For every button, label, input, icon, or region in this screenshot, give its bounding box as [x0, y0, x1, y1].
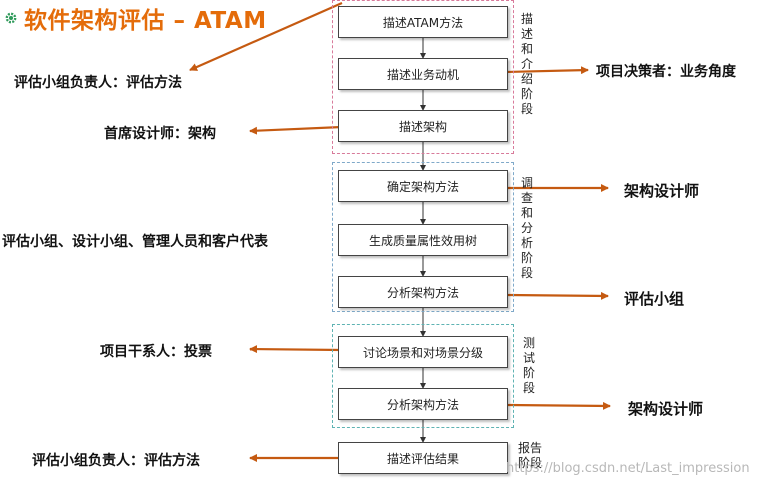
phase-box-analysis: [332, 162, 514, 312]
step-analyze-approaches-1: 分析架构方法: [338, 276, 508, 308]
step-analyze-approaches-2: 分析架构方法: [338, 388, 508, 420]
left-label-teams: 评估小组、设计小组、管理人员和客户代表: [2, 234, 268, 250]
left-label-eval-lead-2: 评估小组负责人：评估方法: [32, 453, 200, 469]
page-title: 软件架构评估 – ATAM: [4, 4, 267, 34]
phase-label-intro: 描述和介绍阶段: [520, 12, 533, 116]
right-label-architect-2: 架构设计师: [628, 400, 704, 418]
phase-box-intro: [332, 0, 514, 154]
step-describe-business: 描述业务动机: [338, 58, 508, 90]
watermark: https://blog.csdn.net/Last_impression: [506, 461, 750, 476]
gear-icon: [5, 12, 17, 24]
step-describe-architecture: 描述架构: [338, 110, 508, 142]
phase-box-test: [332, 324, 514, 428]
annotation-arrows: [189, 1, 611, 462]
phase-label-report: 报告阶段: [517, 441, 542, 470]
title-text: 软件架构评估 – ATAM: [24, 8, 267, 34]
left-label-chief-architect: 首席设计师：架构: [104, 126, 216, 142]
right-label-eval-team: 评估小组: [624, 290, 685, 308]
step-present-results: 描述评估结果: [338, 442, 508, 474]
left-label-stakeholders: 项目干系人：投票: [100, 344, 212, 360]
step-utility-tree: 生成质量属性效用树: [338, 224, 508, 256]
right-label-architect-1: 架构设计师: [624, 182, 700, 200]
phase-label-analysis: 调查和分析阶段: [520, 176, 533, 280]
step-identify-approaches: 确定架构方法: [338, 170, 508, 202]
left-label-eval-lead-1: 评估小组负责人：评估方法: [14, 75, 182, 91]
right-label-decision-makers: 项目决策者：业务角度: [596, 64, 736, 80]
phase-label-test: 测试阶段: [522, 336, 535, 395]
step-prioritize-scenarios: 讨论场景和对场景分级: [338, 336, 508, 368]
step-describe-atam: 描述ATAM方法: [338, 6, 508, 38]
